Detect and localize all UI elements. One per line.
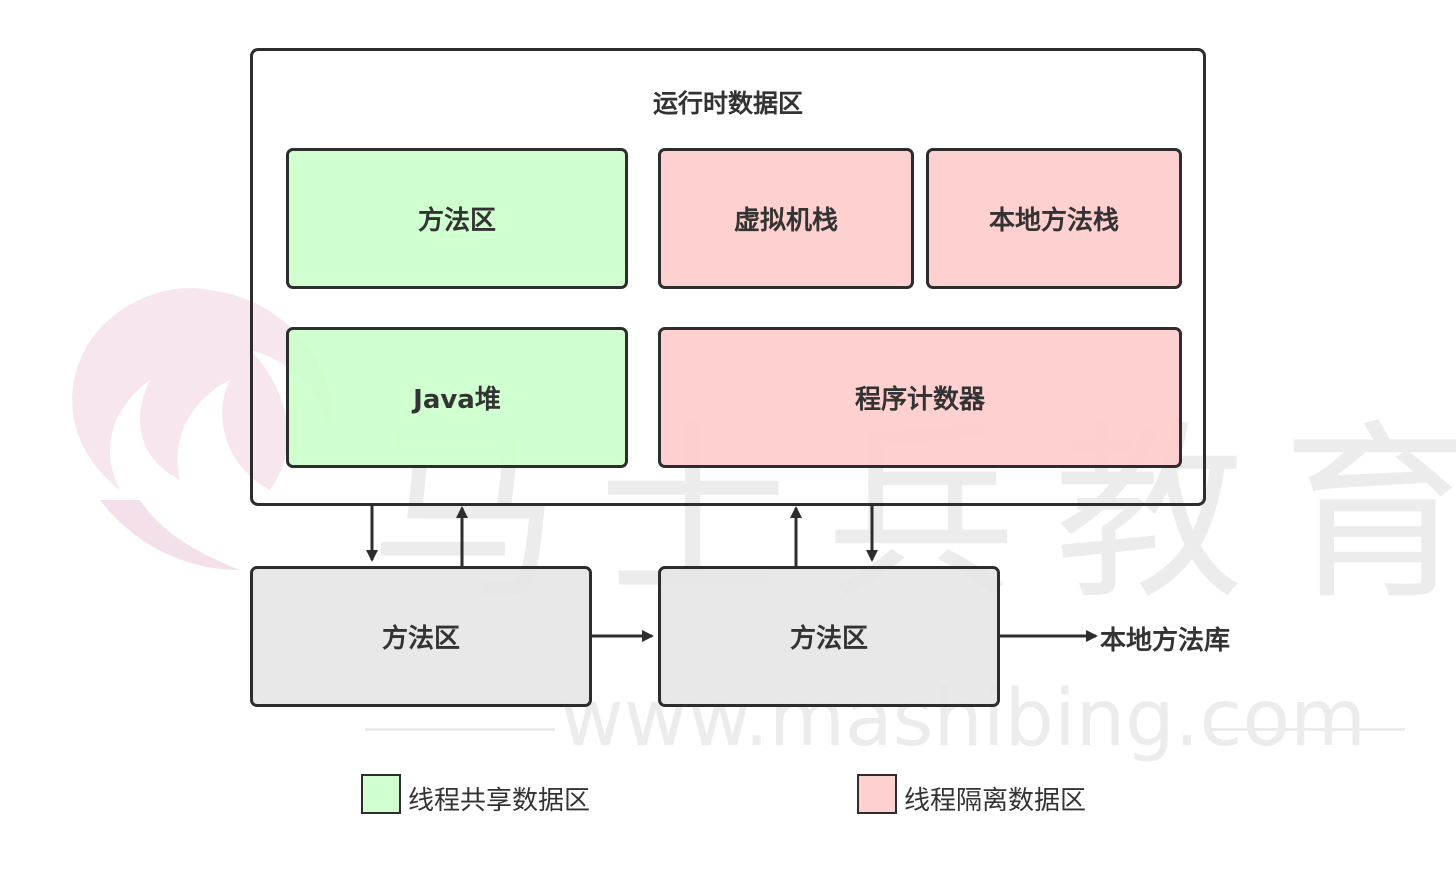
java-heap-box: Java堆	[286, 327, 628, 468]
program-counter-box: 程序计数器	[658, 327, 1182, 468]
watermark-line-right	[1210, 728, 1405, 731]
legend-isolated-label: 线程隔离数据区	[904, 786, 1087, 816]
legend-isolated-swatch	[857, 774, 897, 814]
method-area-bottom-left-box: 方法区	[250, 566, 592, 707]
legend-shared-swatch	[361, 774, 401, 814]
legend-shared-label: 线程共享数据区	[408, 786, 591, 816]
watermark-logo-icon	[72, 288, 332, 570]
method-area-bottom-right-box: 方法区	[658, 566, 1000, 707]
method-area-box: 方法区	[286, 148, 628, 289]
runtime-data-area-title: 运行时数据区	[652, 89, 803, 118]
vm-stack-box: 虚拟机栈	[658, 148, 914, 289]
runtime-data-area-frame	[250, 48, 1206, 506]
native-method-stack-box: 本地方法栈	[926, 148, 1182, 289]
watermark-line-left	[365, 728, 555, 731]
native-library-label: 本地方法库	[1100, 626, 1231, 656]
